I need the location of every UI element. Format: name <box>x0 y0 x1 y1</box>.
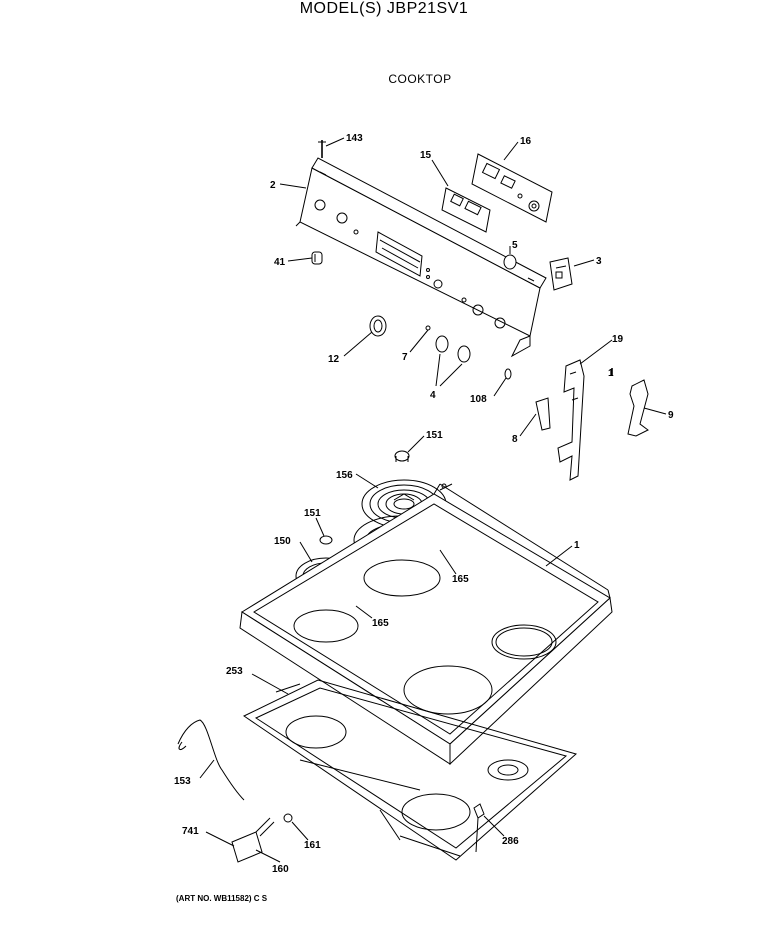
callout-1-main: 1 <box>574 540 580 551</box>
clip-8 <box>535 397 551 431</box>
knob-12 <box>369 315 387 337</box>
diagram-title: MODEL(S) JBP21SV1 <box>299 0 469 17</box>
callout-161: 161 <box>304 840 321 851</box>
callout-156: 156 <box>336 470 353 481</box>
burner-box-253 <box>243 679 578 861</box>
wire-153 <box>177 719 245 801</box>
callout-151-upper: 151 <box>426 430 443 441</box>
callout-108: 108 <box>470 394 487 405</box>
callout-16: 16 <box>520 136 532 147</box>
callout-150: 150 <box>274 536 291 547</box>
part-286 <box>473 803 485 853</box>
receptacle-151-lower <box>319 535 333 545</box>
receptacle-151-upper <box>394 450 410 462</box>
knob-5 <box>503 254 517 270</box>
callout-286: 286 <box>502 836 519 847</box>
terminal-block-160 <box>231 817 275 863</box>
callout-143: 143 <box>346 133 363 144</box>
callout-8: 8 <box>512 434 518 445</box>
callout-741: 741 <box>182 826 199 837</box>
callout-9: 9 <box>668 410 674 421</box>
callout-165-upper: 165 <box>452 574 469 585</box>
overlay-15 <box>441 187 491 233</box>
section-title: COOKTOP <box>388 72 452 86</box>
callout-7: 7 <box>402 352 408 363</box>
callout-151-lower: 151 <box>304 508 321 519</box>
part-108 <box>504 368 512 380</box>
screw-143 <box>318 140 326 158</box>
callout-41: 41 <box>274 257 286 268</box>
callout-4: 4 <box>430 390 436 401</box>
callout-12: 12 <box>328 354 340 365</box>
cooktop-main-top <box>239 483 613 766</box>
part-161 <box>283 813 293 823</box>
bracket-9 <box>627 379 649 437</box>
callout-5: 5 <box>512 240 518 251</box>
leader-lines <box>199 137 667 863</box>
callout-165-lower: 165 <box>372 618 389 629</box>
callout-3: 3 <box>596 256 602 267</box>
bracket-19 <box>557 359 585 481</box>
art-number: (ART NO. WB11582) C S <box>176 894 268 903</box>
callout-253: 253 <box>226 666 243 677</box>
callout-2: 2 <box>270 180 276 191</box>
knobs-4 <box>435 335 471 363</box>
callout-19: 19 <box>612 334 624 345</box>
clock-board-16 <box>471 153 553 223</box>
control-panel <box>295 157 547 358</box>
switch-3 <box>549 257 573 291</box>
callout-15: 15 <box>420 150 432 161</box>
callout-153: 153 <box>174 776 191 787</box>
part-41 <box>311 251 323 265</box>
callout-1-small: 1 <box>608 368 614 379</box>
part-7 <box>425 325 431 331</box>
callout-160: 160 <box>272 864 289 875</box>
callout-labels: 143 16 15 2 5 3 41 12 7 4 108 19 1 9 8 1… <box>174 133 674 875</box>
